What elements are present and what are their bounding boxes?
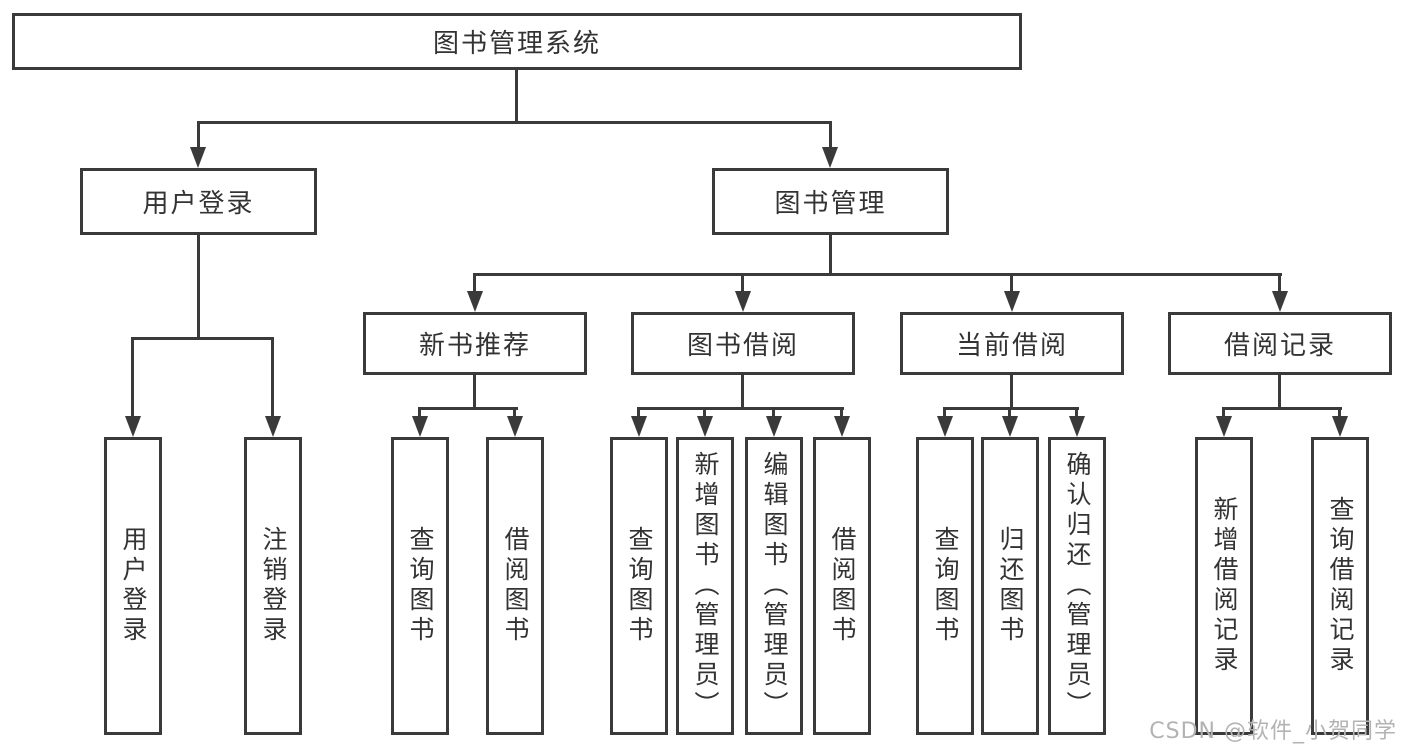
arrow-down-icon [190, 147, 206, 168]
leaf-br-add: 新增借阅记录 [1195, 437, 1253, 735]
connector-line [637, 407, 640, 419]
leaf-user-login: 用户登录 [104, 437, 162, 735]
leaf-bb-query: 查询图书 [610, 437, 668, 735]
connector-line [418, 407, 421, 419]
arrow-down-icon [412, 416, 428, 437]
connector-line [637, 407, 844, 410]
connector-line [1278, 273, 1281, 293]
arrow-down-icon [735, 291, 751, 312]
node-borrow-record: 借阅记录 [1168, 312, 1392, 375]
node-book-mgmt: 图书管理 [712, 168, 949, 235]
arrow-down-icon [834, 416, 850, 437]
leaf-cb-confirm: 确认归还（管理员） [1048, 437, 1106, 735]
arrow-down-icon [1216, 416, 1232, 437]
connector-line [741, 375, 744, 407]
leaf-logout: 注销登录 [244, 437, 302, 735]
leaf-bb-edit-label: 编辑图书（管理员） [760, 451, 789, 721]
arrow-down-icon [507, 416, 523, 437]
leaf-bb-query-label: 查询图书 [625, 526, 654, 646]
arrow-down-icon [1332, 416, 1348, 437]
leaf-bb-edit: 编辑图书（管理员） [745, 437, 803, 735]
node-book-borrow-label: 图书借阅 [686, 331, 799, 361]
connector-line [772, 407, 775, 419]
arrow-down-icon [697, 416, 713, 437]
arrow-down-icon [766, 416, 782, 437]
leaf-cb-return-label: 归还图书 [996, 526, 1025, 646]
arrow-down-icon [1272, 291, 1288, 312]
connector-line [1075, 407, 1078, 419]
connector-line [1222, 407, 1225, 419]
node-user-login: 用户登录 [80, 168, 317, 235]
connector-line [1008, 407, 1011, 419]
node-book-mgmt-label: 图书管理 [774, 189, 887, 219]
connector-line [829, 235, 832, 273]
leaf-bb-borrow: 借阅图书 [813, 437, 871, 735]
connector-line [131, 337, 134, 417]
node-current-borrow-label: 当前借阅 [955, 331, 1068, 361]
connector-line [1010, 375, 1013, 407]
connector-line [473, 273, 1282, 276]
leaf-cb-return: 归还图书 [981, 437, 1039, 735]
connector-line [1278, 375, 1281, 407]
leaf-nb-query: 查询图书 [391, 437, 449, 735]
connector-line [418, 407, 518, 410]
node-root: 图书管理系统 [12, 13, 1022, 70]
arrow-down-icon [467, 291, 483, 312]
connector-line [741, 273, 744, 293]
arrow-down-icon [822, 147, 838, 168]
leaf-bb-add: 新增图书（管理员） [676, 437, 734, 735]
connector-line [271, 337, 274, 417]
leaf-bb-borrow-label: 借阅图书 [828, 526, 857, 646]
node-root-label: 图书管理系统 [432, 29, 601, 59]
node-book-borrow: 图书借阅 [631, 312, 855, 375]
leaf-br-query-label: 查询借阅记录 [1326, 496, 1355, 676]
arrow-down-icon [631, 416, 647, 437]
connector-line [197, 235, 200, 337]
leaf-cb-confirm-label: 确认归还（管理员） [1063, 451, 1092, 721]
leaf-cb-query: 查询图书 [916, 437, 974, 735]
connector-line [515, 70, 518, 122]
node-new-book-rec: 新书推荐 [363, 312, 587, 375]
node-borrow-record-label: 借阅记录 [1223, 331, 1336, 361]
leaf-nb-borrow-label: 借阅图书 [501, 526, 530, 646]
arrow-down-icon [937, 416, 953, 437]
arrow-down-icon [1004, 291, 1020, 312]
connector-line [943, 407, 1079, 410]
connector-line [1222, 407, 1342, 410]
leaf-nb-borrow: 借阅图书 [486, 437, 544, 735]
node-user-login-label: 用户登录 [142, 189, 255, 219]
leaf-br-query: 查询借阅记录 [1311, 437, 1369, 735]
connector-line [943, 407, 946, 419]
node-current-borrow: 当前借阅 [900, 312, 1124, 375]
connector-line [1010, 273, 1013, 293]
connector-line [197, 121, 832, 124]
connector-line [513, 407, 516, 419]
arrow-down-icon [125, 416, 141, 437]
connector-line [473, 375, 476, 407]
leaf-br-add-label: 新增借阅记录 [1210, 496, 1239, 676]
arrow-down-icon [265, 416, 281, 437]
connector-line [840, 407, 843, 419]
node-new-book-rec-label: 新书推荐 [418, 331, 531, 361]
connector-line [473, 273, 476, 293]
leaf-bb-add-label: 新增图书（管理员） [691, 451, 720, 721]
connector-line [829, 121, 832, 149]
arrow-down-icon [1002, 416, 1018, 437]
leaf-logout-label: 注销登录 [259, 526, 288, 646]
connector-line [197, 121, 200, 149]
connector-line [703, 407, 706, 419]
connector-line [131, 337, 274, 340]
leaf-user-login-label: 用户登录 [119, 526, 148, 646]
csdn-watermark: CSDN @软件_小贺同学 [1149, 719, 1397, 744]
leaf-cb-query-label: 查询图书 [931, 526, 960, 646]
leaf-nb-query-label: 查询图书 [406, 526, 435, 646]
arrow-down-icon [1069, 416, 1085, 437]
connector-line [1338, 407, 1341, 419]
